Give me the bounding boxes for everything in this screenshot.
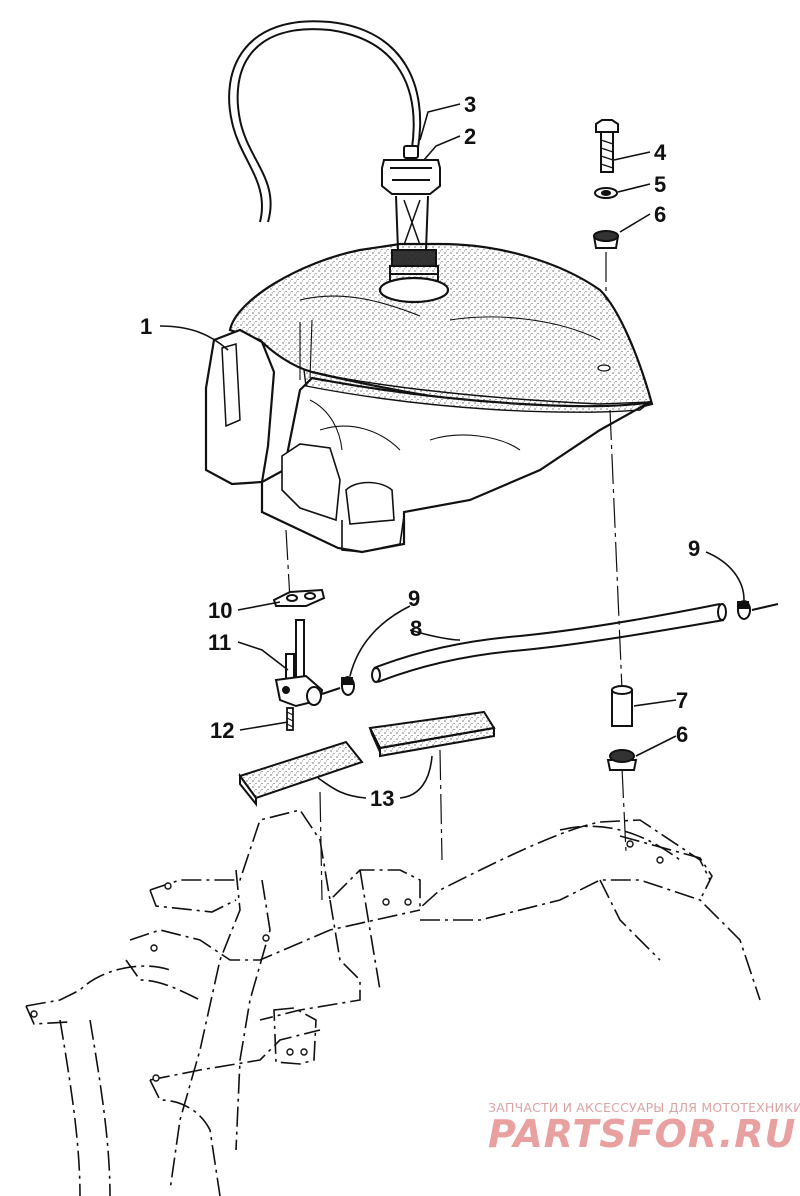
callout-13: 13 <box>370 786 394 811</box>
callout-5: 5 <box>654 172 666 197</box>
callout-11: 11 <box>208 630 231 655</box>
washer <box>594 187 618 199</box>
callout-labels: 1 3 2 4 5 6 9 10 9 8 11 7 12 6 13 <box>140 92 700 811</box>
fuel-hose <box>371 603 779 683</box>
callout-10: 10 <box>208 598 232 623</box>
callout-9-left: 9 <box>408 586 420 611</box>
callout-8: 8 <box>410 616 422 641</box>
screw <box>286 707 294 731</box>
leader-lines <box>159 103 745 799</box>
grommet-lower <box>606 749 638 771</box>
foam-pad-right <box>368 710 496 758</box>
gasket <box>272 588 326 607</box>
hose-clamp-left <box>341 676 355 696</box>
watermark-brand: PARTSFOR.RU <box>488 1112 797 1156</box>
foam-pad-left <box>238 740 364 807</box>
callout-6-upper: 6 <box>654 202 666 227</box>
callout-3: 3 <box>464 92 476 117</box>
mounting-bolt <box>595 119 619 173</box>
callout-2: 2 <box>464 124 476 149</box>
watermark-tagline: ЗАПЧАСТИ И АКСЕССУАРЫ ДЛЯ МОТОТЕХНИКИ <box>488 1100 800 1115</box>
callout-12: 12 <box>210 718 234 743</box>
spacer <box>611 685 633 727</box>
vehicle-frame <box>25 809 761 1196</box>
frame-holes <box>30 840 664 1082</box>
vent-hose <box>228 20 422 223</box>
fuel-valve <box>274 619 341 708</box>
fuel-tank <box>204 242 654 554</box>
hose-clamp-right <box>737 600 751 620</box>
grommet-upper <box>592 230 620 249</box>
callout-1: 1 <box>140 314 152 339</box>
callout-7: 7 <box>676 688 688 713</box>
callout-6-lower: 6 <box>676 722 688 747</box>
callout-4: 4 <box>654 140 667 165</box>
callout-9-right: 9 <box>688 536 700 561</box>
